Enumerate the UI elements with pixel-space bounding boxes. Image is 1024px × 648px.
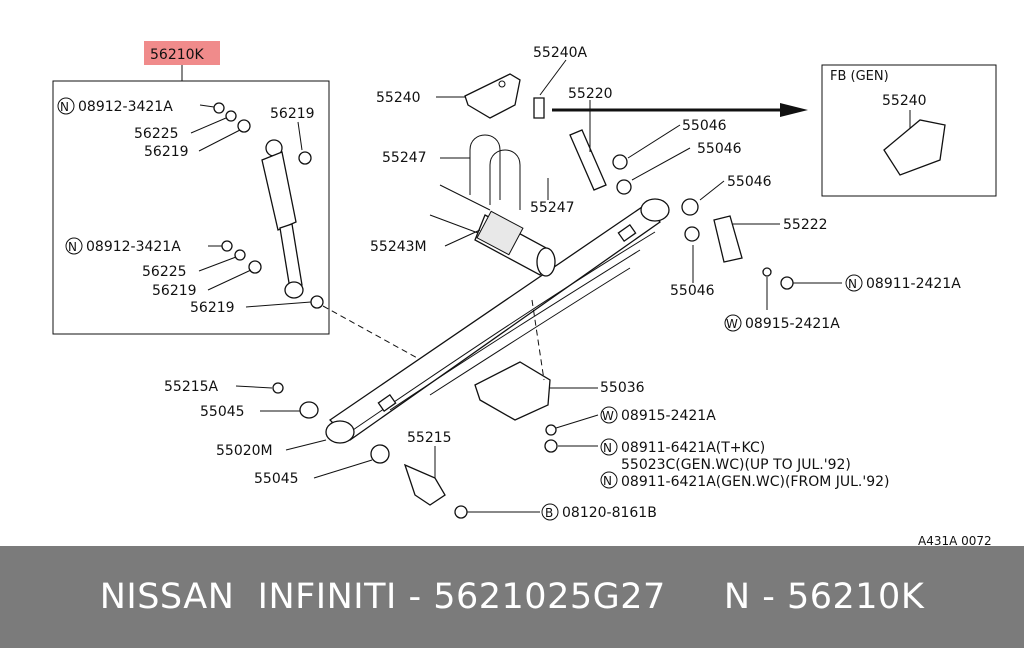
svg-text:N: N [603,474,612,488]
leaders-right [235,59,842,513]
banner-separator: - [396,577,434,617]
part-banner: NISSAN INFINITI - 5621025G27 N - 56210K [0,546,1024,648]
label-55046-a[interactable]: 55046 [682,118,727,134]
label-55045-a[interactable]: 55045 [200,404,245,420]
label-56219-lower[interactable]: 56219 [190,300,235,316]
label-55240[interactable]: 55240 [376,90,421,106]
label-56219-bottom[interactable]: 56219 [152,283,197,299]
circle-b-1: B [541,503,559,521]
label-08912-3421A-top[interactable]: 08912-3421A [78,99,173,115]
plate-55222 [713,215,743,263]
banner-part-number[interactable]: 5621025G27 [433,577,666,617]
svg-text:N: N [68,240,77,254]
circle-n-5: N [600,471,618,489]
svg-text:W: W [602,409,614,423]
banner-gap [666,577,724,617]
lower-parts [272,382,558,519]
banner-text: NISSAN INFINITI - 5621025G27 N - 56210K [100,577,925,617]
u-bolts [469,134,521,210]
shock-leaders [190,104,312,308]
banner-brand: NISSAN INFINITI [99,577,397,617]
pad-dashed-link [531,299,545,381]
nut [780,276,794,290]
label-55046-b[interactable]: 55046 [697,141,742,157]
shock-group-box [52,80,330,335]
parts-diagram: 56210K N 08912-3421A 56225 56219 56219 N [52,41,997,548]
svg-text:W: W [726,317,738,331]
label-55222[interactable]: 55222 [783,217,828,233]
circle-n-2: N [65,237,83,255]
shackle-55220 [569,129,700,242]
circle-n-3: N [845,274,863,292]
fb-bracket [883,119,946,176]
label-55023C[interactable]: 55023C(GEN.WC)(UP TO JUL.'92) [621,457,851,473]
label-08911-6421A-gen[interactable]: 08911-6421A(GEN.WC)(FROM JUL.'92) [621,474,890,490]
fb-gen-box [821,64,997,197]
circle-n-1: N [57,97,75,115]
label-55036[interactable]: 55036 [600,380,645,396]
label-55215[interactable]: 55215 [407,430,452,446]
label-08915-2421A-bottom[interactable]: 08915-2421A [621,408,716,424]
svg-text:N: N [848,277,857,291]
svg-text:N: N [60,100,69,114]
washer [762,267,772,277]
label-55046-d[interactable]: 55046 [670,283,715,299]
spring-pad-55036 [474,361,551,421]
shock-dashed-link [322,305,431,366]
axle-spacer [429,184,556,277]
banner-ref[interactable]: N - 56210K [723,577,925,617]
circle-w-1: W [724,314,742,332]
label-55247-b[interactable]: 55247 [530,200,575,216]
label-08911-6421A-tkc[interactable]: 08911-6421A(T+KC) [621,440,765,456]
circle-w-2: W [600,406,618,424]
highlight-label-bg [144,41,220,65]
label-55215A[interactable]: 55215A [164,379,219,395]
fb-label-55240[interactable]: 55240 [882,93,927,109]
label-56225-top[interactable]: 56225 [134,126,179,142]
label-55020M[interactable]: 55020M [216,443,273,459]
label-56225-bottom[interactable]: 56225 [142,264,187,280]
label-08915-2421A-top[interactable]: 08915-2421A [745,316,840,332]
circle-n-4: N [600,438,618,456]
label-55045-b[interactable]: 55045 [254,471,299,487]
svg-text:N: N [603,441,612,455]
label-55247-a[interactable]: 55247 [382,150,427,166]
shock-bushings [213,102,324,309]
arrow-head [780,103,808,117]
label-55220[interactable]: 55220 [568,86,613,102]
label-56219-top-left[interactable]: 56219 [144,144,189,160]
label-55046-c[interactable]: 55046 [727,174,772,190]
fb-gen-title: FB (GEN) [830,69,889,84]
svg-text:B: B [545,506,553,520]
bracket-55240 [464,73,545,119]
diagram-canvas: 56210K N 08912-3421A 56225 56219 56219 N [52,41,997,548]
label-08911-2421A[interactable]: 08911-2421A [866,276,961,292]
diagram-code: A431A 0072 [918,534,992,546]
label-08912-3421A-bottom[interactable]: 08912-3421A [86,239,181,255]
leaf-spring [325,198,670,444]
label-55243M[interactable]: 55243M [370,239,427,255]
label-56219-top-right[interactable]: 56219 [270,106,315,122]
shock-absorber [261,139,304,299]
label-55240A[interactable]: 55240A [533,45,588,61]
label-08120-8161B[interactable]: 08120-8161B [562,505,657,521]
highlight-label[interactable]: 56210K [150,47,205,63]
